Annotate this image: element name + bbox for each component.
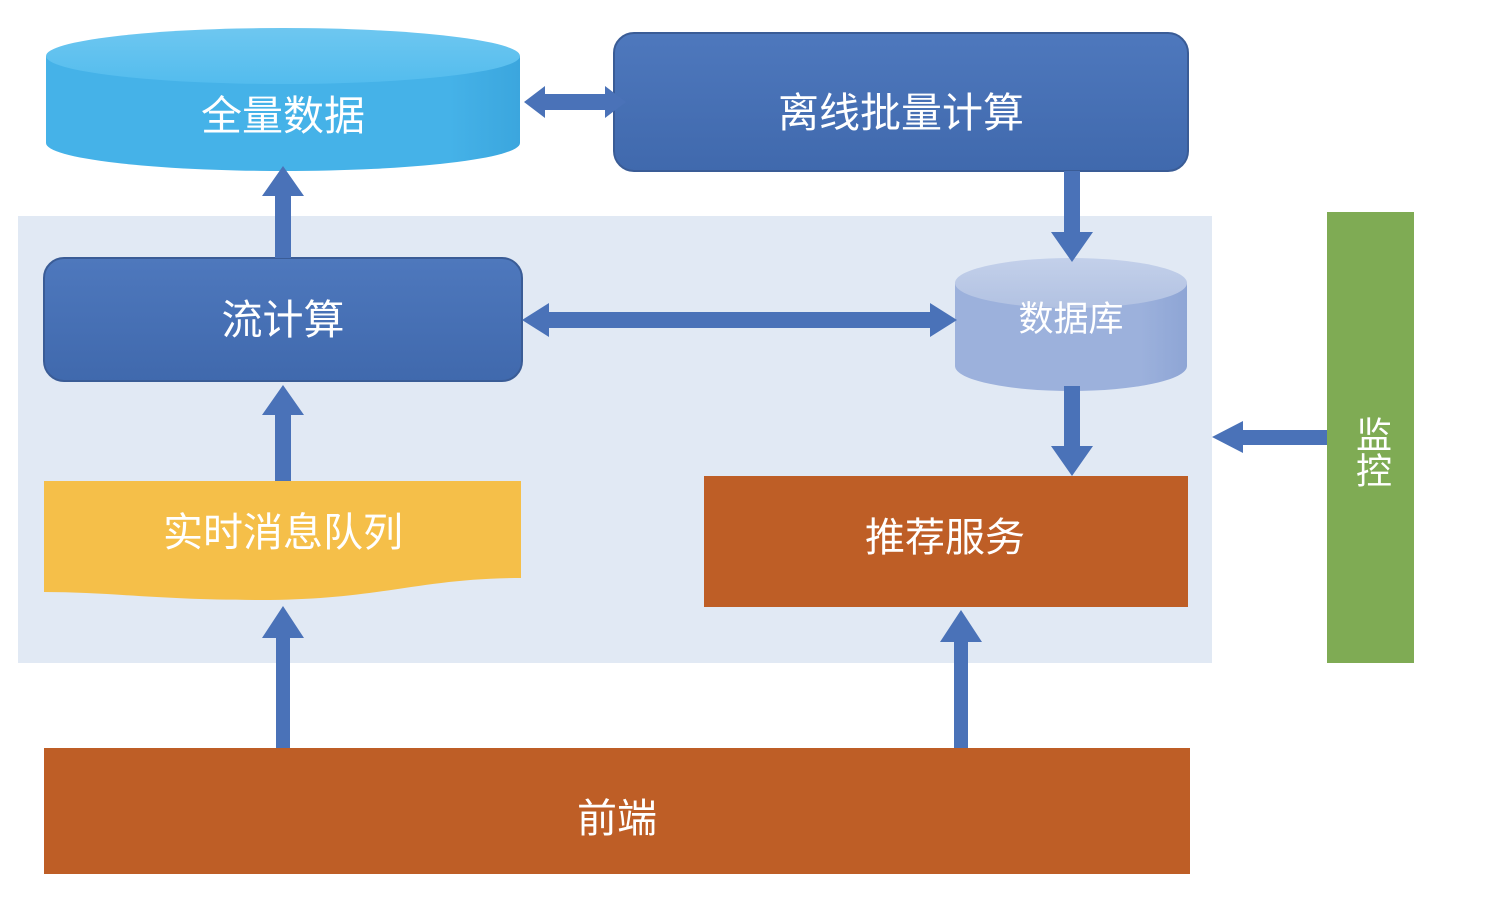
node-recommend-service[interactable] bbox=[704, 476, 1188, 607]
edge-offlinebatch-database bbox=[1051, 171, 1093, 262]
edge-frontend-recommendservice bbox=[940, 610, 982, 748]
node-offline-batch[interactable] bbox=[613, 32, 1189, 172]
node-stream-compute[interactable] bbox=[43, 257, 523, 382]
full-data-cylinder-body bbox=[46, 56, 520, 171]
frontend-shape bbox=[44, 748, 1190, 874]
node-database[interactable] bbox=[955, 258, 1187, 391]
edge-streamcompute-database bbox=[522, 303, 957, 337]
edge-streamcompute-fulldata bbox=[262, 166, 304, 258]
edge-frontend-messagequeue bbox=[262, 606, 304, 748]
offline-batch-shape bbox=[613, 32, 1189, 172]
edge-fulldata-offlinebatch bbox=[524, 86, 626, 118]
message-queue-shape bbox=[44, 481, 521, 600]
full-data-cylinder-top bbox=[46, 28, 520, 84]
edge-messagequeue-streamcompute bbox=[262, 385, 304, 481]
monitoring-shape bbox=[1327, 212, 1414, 663]
edge-database-recommendservice bbox=[1051, 386, 1093, 476]
node-frontend[interactable] bbox=[44, 748, 1190, 874]
database-cylinder-body bbox=[955, 283, 1187, 391]
edge-monitoring-panel bbox=[1212, 421, 1327, 453]
node-full-data[interactable] bbox=[46, 28, 520, 171]
recommend-service-shape bbox=[704, 476, 1188, 607]
database-cylinder-top bbox=[955, 258, 1187, 308]
node-monitoring[interactable] bbox=[1327, 212, 1414, 663]
node-message-queue[interactable] bbox=[44, 481, 521, 600]
stream-compute-shape bbox=[43, 257, 523, 382]
